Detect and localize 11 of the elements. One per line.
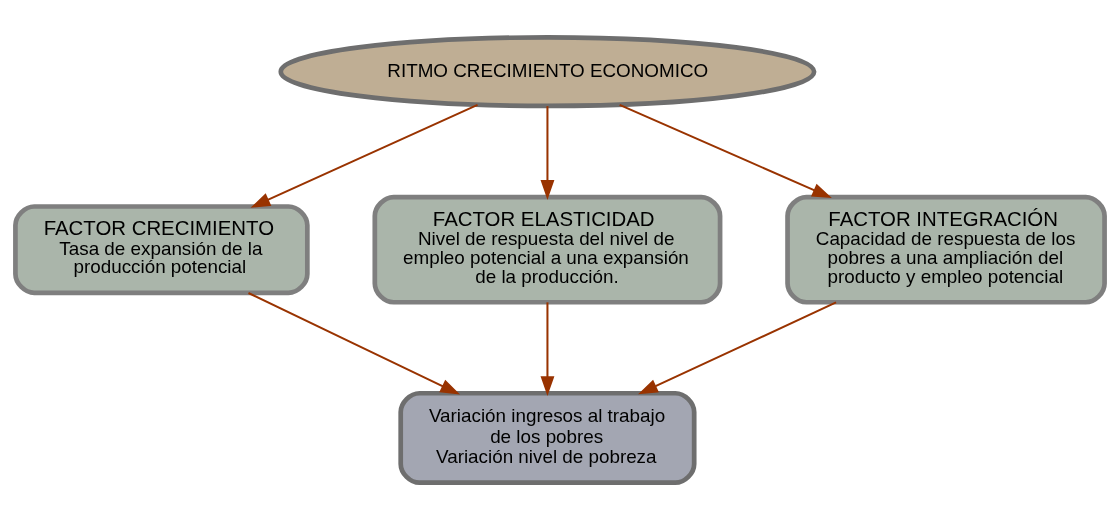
node-box: Variación ingresos al trabajo de los pobres Variación nivel de pobreza	[398, 390, 697, 485]
arrow	[619, 103, 832, 198]
node-ellipse: RITMO CRECIMIENTO ECONOMICO	[278, 34, 817, 108]
node-box: FACTOR ELASTICIDAD Nivel de respuesta del nivel de empleo potencial a una expansión de la producción.	[372, 194, 723, 305]
arrow	[540, 301, 555, 396]
arrow	[540, 105, 555, 200]
arrow	[638, 300, 837, 394]
arrow	[248, 291, 461, 394]
node-box: FACTOR INTEGRACIÓN Capacidad de respuesta de los pobres a una ampliación del producto y empleo potencial	[785, 194, 1107, 305]
node-box: FACTOR CRECIMIENTO Tasa de expansión de la producción potencial	[13, 203, 310, 295]
arrow	[250, 103, 478, 208]
